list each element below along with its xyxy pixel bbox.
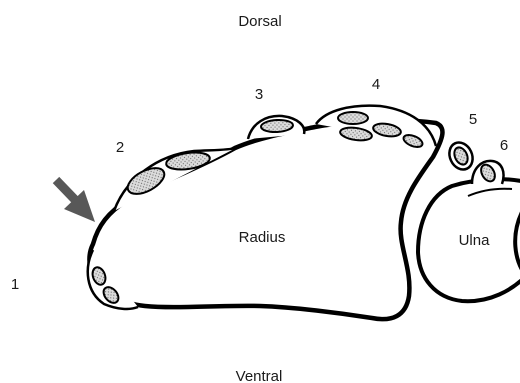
- label-ulna: Ulna: [459, 232, 490, 250]
- label-dorsal: Dorsal: [238, 13, 281, 31]
- compartment-label-2: 2: [116, 139, 124, 157]
- compartment-label-3: 3: [255, 86, 263, 104]
- compartment-4-tendon-a: [338, 112, 368, 124]
- compartment-label-1: 1: [11, 276, 19, 294]
- label-radius: Radius: [239, 229, 286, 247]
- label-ventral: Ventral: [236, 368, 283, 383]
- compartment-label-4: 4: [372, 76, 380, 94]
- radius-bone: [89, 120, 442, 319]
- compartment-label-6: 6: [500, 137, 508, 155]
- pointer-arrow: [56, 180, 95, 222]
- compartment-label-5: 5: [469, 111, 477, 129]
